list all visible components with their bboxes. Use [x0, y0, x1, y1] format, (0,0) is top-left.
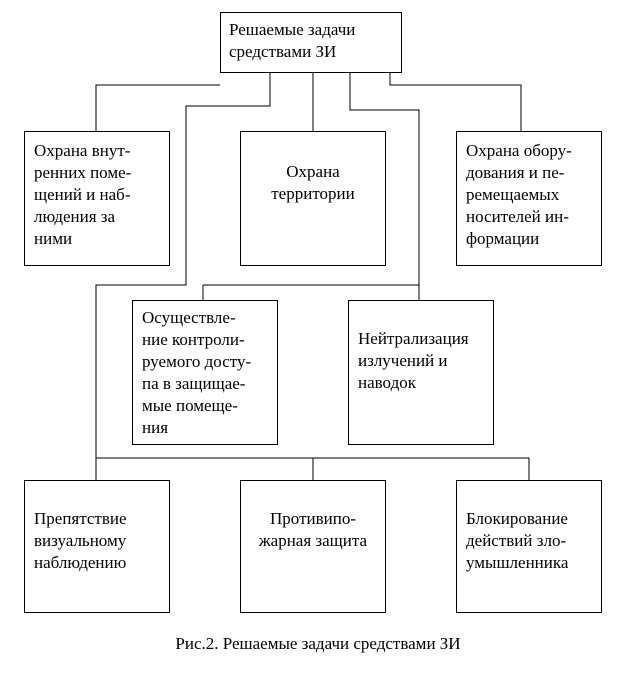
- root-node: Решаемые задачи средствами ЗИ: [220, 12, 402, 73]
- emission-neutralization-label: Нейтрализация излучений и наводок: [358, 329, 469, 392]
- intruder-blocking-label: Блокирование действий зло- умышленника: [466, 509, 569, 572]
- internal-premises-node: Охрана внут- ренних поме- щений и наб- л…: [24, 131, 170, 266]
- territory-node: Охрана территории: [240, 131, 386, 266]
- territory-label: Охрана территории: [271, 162, 355, 203]
- access-control-label: Осуществле- ние контроли- руемого досту-…: [142, 308, 252, 437]
- connector-root-internal: [95, 84, 220, 131]
- visual-obstruction-label: Препятствие визуальному наблюдению: [34, 509, 127, 572]
- intruder-blocking-node: Блокирование действий зло- умышленника: [456, 480, 602, 613]
- access-control-node: Осуществле- ние контроли- руемого досту-…: [132, 300, 278, 445]
- connector-root-left-trunk: [95, 73, 271, 458]
- root-node-label: Решаемые задачи средствами ЗИ: [229, 20, 356, 61]
- fire-protection-label: Противипо- жарная защита: [258, 509, 368, 550]
- connector-root-equipment: [389, 73, 522, 131]
- emission-neutralization-node: Нейтрализация излучений и наводок: [348, 300, 494, 445]
- equipment-label: Охрана обору- дования и пе- ремещаемых н…: [466, 141, 572, 248]
- fire-protection-node: Противипо- жарная защита: [240, 480, 386, 613]
- figure-caption: Рис.2. Решаемые задачи средствами ЗИ: [175, 634, 461, 653]
- internal-premises-label: Охрана внут- ренних поме- щений и наб- л…: [34, 141, 132, 248]
- connector-root-right-trunk: [349, 73, 420, 285]
- equipment-node: Охрана обору- дования и пе- ремещаемых н…: [456, 131, 602, 266]
- visual-obstruction-node: Препятствие визуальному наблюдению: [24, 480, 170, 613]
